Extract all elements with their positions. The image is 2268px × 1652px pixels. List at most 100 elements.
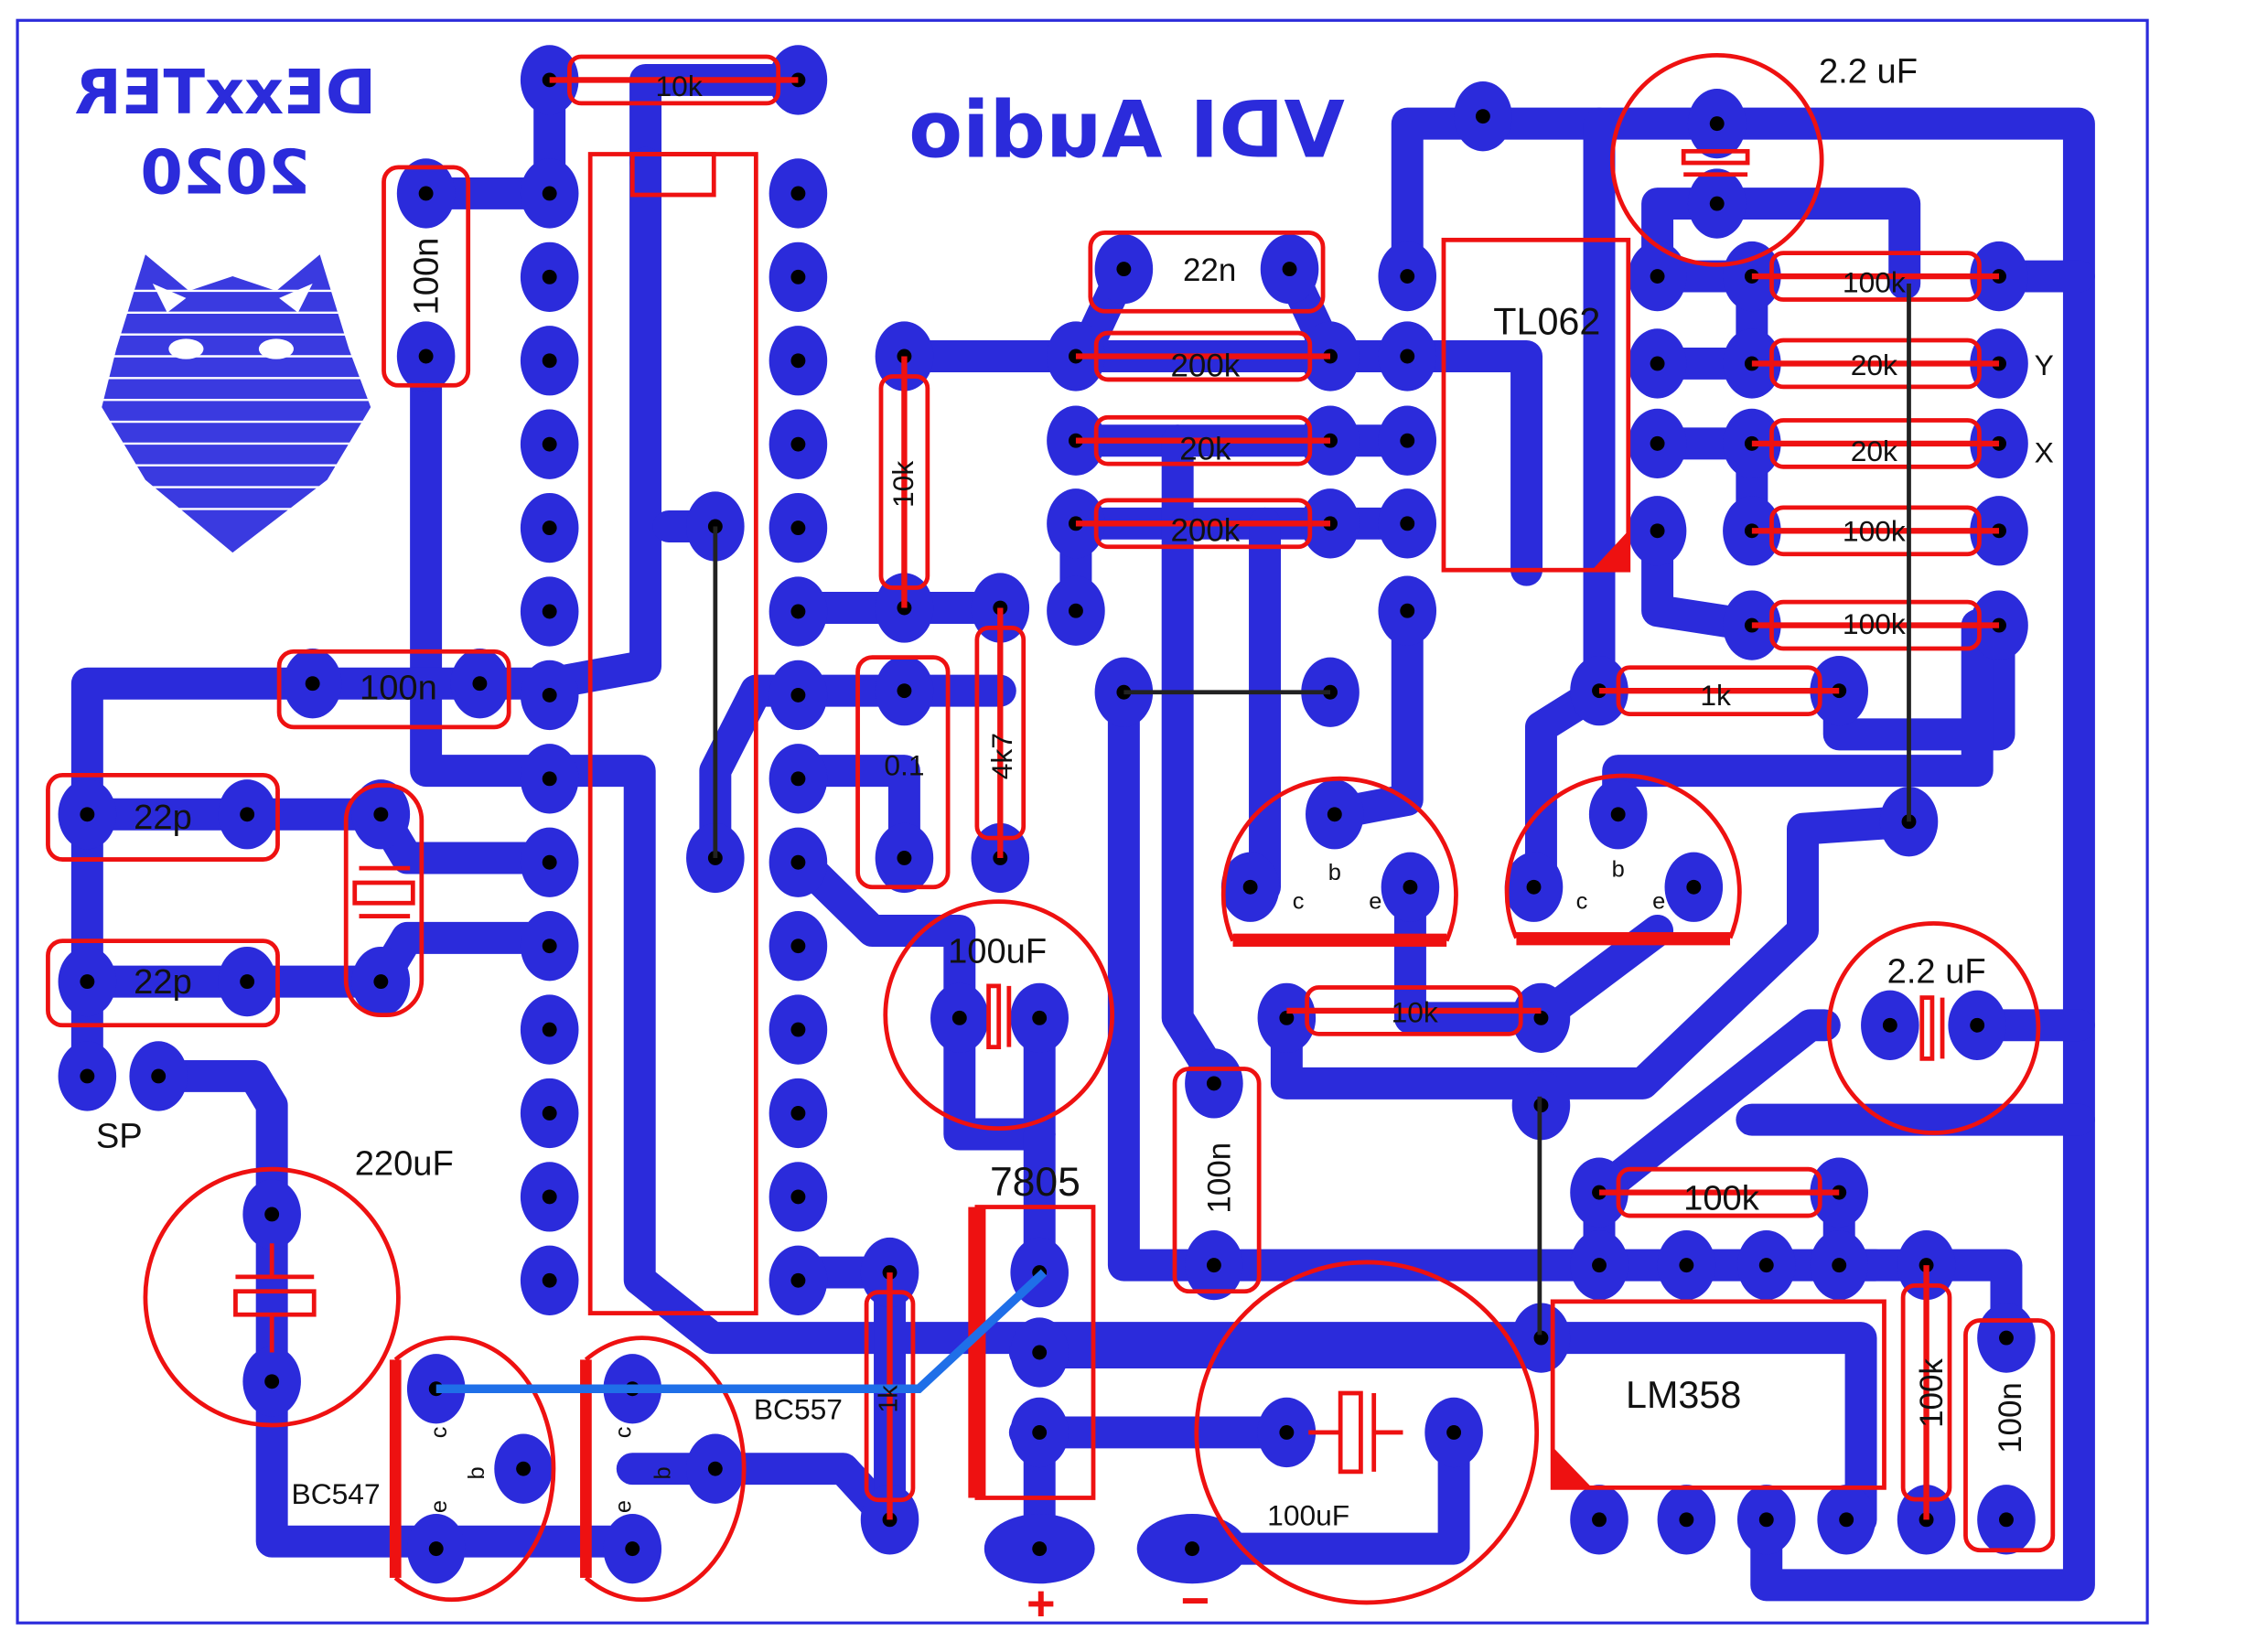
- label-r-20k-mid: 20k: [1179, 431, 1231, 467]
- capacitor-silk: [382, 165, 471, 388]
- solder-pad: [1687, 168, 1747, 239]
- solder-pad: [1657, 1229, 1716, 1301]
- copper-trace: [533, 146, 662, 700]
- solder-pad: [1378, 405, 1437, 476]
- copper-trace: [1176, 1416, 1470, 1565]
- lm358-outline: [1550, 1299, 1886, 1490]
- resistor-silk: [1751, 418, 2000, 469]
- solder-pad: [520, 744, 579, 814]
- copper-trace: [1270, 805, 1925, 1100]
- solder-pad: [494, 1433, 553, 1504]
- copper-trace: [1641, 260, 1768, 380]
- solder-pad: [520, 911, 579, 982]
- solder-pad: [1736, 1485, 1796, 1555]
- label-c-100n-mid: 100n: [360, 669, 437, 708]
- label-c-0u1: 0.1: [884, 748, 924, 781]
- solder-pad: [242, 1346, 301, 1417]
- solder-pad: [769, 241, 828, 313]
- label-bc557: BC557: [754, 1393, 843, 1426]
- solder-pad: [58, 1041, 117, 1111]
- crystal-outline: [343, 783, 425, 1018]
- solder-pad: [351, 779, 411, 850]
- board-title: VDI Audio: [908, 85, 1345, 177]
- bc547-outline: [393, 1336, 556, 1603]
- label-r-100k-3: 100k: [1843, 607, 1906, 640]
- label-c-22n: 22n: [1183, 252, 1236, 288]
- solder-pad: [520, 241, 579, 313]
- label-c-100n-left: 100n: [406, 238, 446, 316]
- label-q-right-c: c: [1576, 889, 1588, 915]
- solder-pad: [769, 576, 828, 647]
- label-bc547: BC547: [292, 1477, 381, 1510]
- wolf-logo-icon: [87, 254, 379, 553]
- resistor-silk: [1751, 251, 2000, 302]
- solder-pad: [984, 1513, 1095, 1584]
- solder-pad: [875, 655, 934, 726]
- label-bc557-b: b: [650, 1466, 676, 1479]
- solder-pad: [520, 326, 579, 396]
- solder-pad: [1657, 1485, 1716, 1555]
- label-q-left-e: e: [1369, 889, 1381, 915]
- solder-pad: [769, 994, 828, 1065]
- label-r-200k-b: 200k: [1170, 512, 1240, 548]
- solder-pad: [1664, 852, 1724, 922]
- label-c-100uf-mid: 100uF: [948, 931, 1047, 971]
- label-c-2u2-top: 2.2 uF: [1819, 52, 1918, 91]
- solder-pad: [520, 576, 579, 647]
- solder-pad: [1628, 496, 1687, 566]
- solder-pad: [1628, 241, 1687, 312]
- blue-jumper: [435, 1269, 1048, 1394]
- copper-trace: [1393, 871, 1674, 1035]
- label-c-2u2-right: 2.2 uF: [1887, 952, 1986, 992]
- solder-pad: [1094, 657, 1154, 727]
- solder-pad: [769, 409, 828, 479]
- label-r-20k-x: 20k: [1851, 434, 1897, 467]
- label-r-10k-vertical: 10k: [887, 461, 919, 508]
- label-reg-7805: 7805: [990, 1160, 1080, 1205]
- capacitor-silk: [46, 939, 280, 1028]
- solder-pad: [520, 827, 579, 897]
- solder-pad: [1570, 1485, 1628, 1555]
- resistor-silk: [1751, 505, 2000, 557]
- board-outline: [16, 18, 2149, 1625]
- solder-pad: [450, 649, 510, 719]
- solder-pad: [769, 911, 828, 982]
- solder-pad: [1736, 1229, 1796, 1301]
- lm358-pin1-mark: [1553, 1446, 1593, 1488]
- solder-pad: [769, 660, 828, 731]
- label-c-100n-vert: 100n: [1201, 1142, 1237, 1214]
- label-ic-lm358: LM358: [1626, 1374, 1741, 1416]
- capacitor-silk: [1088, 230, 1326, 314]
- cap-100uf-bottom-outline: [1194, 1260, 1540, 1605]
- solder-pad: [769, 492, 828, 563]
- q-left-outline: [1220, 776, 1458, 942]
- label-plus: +: [1027, 1576, 1056, 1631]
- solder-pad: [218, 946, 276, 1017]
- solder-pad: [1817, 1485, 1876, 1555]
- solder-pad: [1378, 575, 1437, 646]
- silkscreen-layer: [46, 53, 2056, 1605]
- solder-pad: [1010, 982, 1069, 1054]
- label-q-right-b: b: [1612, 857, 1625, 883]
- solder-pad: [1810, 1157, 1868, 1228]
- cap-2u2-top-outline: [1609, 53, 1824, 267]
- label-c-22p-a: 22p: [134, 798, 192, 837]
- solder-pad: [769, 1245, 828, 1315]
- solder-pad: [769, 1162, 828, 1232]
- label-bc557-c: c: [611, 1426, 637, 1438]
- solder-pad: [520, 409, 579, 479]
- solder-pad: [1687, 88, 1747, 159]
- solder-pad: [1381, 852, 1440, 922]
- capacitor-silk: [1963, 1318, 2056, 1553]
- q-right-outline: [1504, 773, 1742, 939]
- label-c-100n-right: 100n: [1993, 1382, 2028, 1454]
- component-labels: 10k 100n 22n 200k 20k 200k 10k TL062 2.2…: [96, 52, 2054, 1631]
- solder-pad: [769, 827, 828, 897]
- resistor-silk: [1900, 1265, 1952, 1520]
- solder-pad: [1977, 1303, 2036, 1373]
- solder-pad: [1094, 233, 1154, 305]
- copper-trace: [1641, 188, 1921, 300]
- bc557-outline: [584, 1336, 747, 1603]
- copper-trace: [1391, 107, 2095, 1602]
